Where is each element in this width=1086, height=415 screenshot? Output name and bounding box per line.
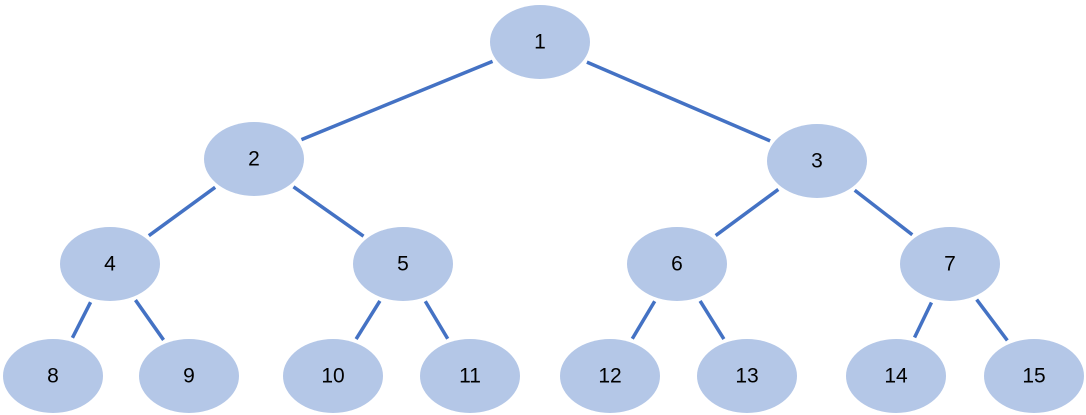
node-label: 3 (811, 150, 823, 173)
node-label: 4 (104, 253, 116, 276)
edge-2-4 (147, 185, 217, 238)
node-label: 6 (671, 253, 683, 276)
edge-1-3 (586, 60, 771, 143)
node-label: 13 (735, 365, 758, 388)
node-ellipse (3, 339, 103, 413)
node-ellipse (139, 339, 239, 413)
node-ellipse (697, 339, 797, 413)
edge-7-15 (975, 298, 1009, 342)
edge-5-11 (423, 300, 450, 340)
node-ellipse (900, 227, 1000, 301)
tree-node-15: 15 (984, 339, 1084, 413)
edge-3-7 (853, 188, 914, 237)
node-ellipse (627, 227, 727, 301)
tree-node-12: 12 (560, 339, 660, 413)
tree-node-10: 10 (283, 339, 383, 413)
node-label: 8 (47, 365, 59, 388)
node-label: 2 (248, 148, 260, 171)
edge-5-10 (354, 300, 382, 340)
node-ellipse (846, 339, 946, 413)
tree-node-14: 14 (846, 339, 946, 413)
tree-node-5: 5 (353, 227, 453, 301)
node-label: 15 (1022, 365, 1045, 388)
edge-4-8 (70, 301, 93, 339)
node-ellipse (353, 227, 453, 301)
node-ellipse (560, 339, 660, 413)
tree-node-2: 2 (204, 122, 304, 196)
edge-3-6 (714, 188, 780, 237)
edge-6-13 (698, 300, 726, 340)
edge-6-12 (630, 300, 657, 340)
node-label: 9 (183, 365, 195, 388)
edge-7-14 (912, 301, 934, 339)
tree-node-13: 13 (697, 339, 797, 413)
tree-node-11: 11 (420, 339, 520, 413)
tree-node-6: 6 (627, 227, 727, 301)
tree-node-4: 4 (60, 227, 160, 301)
node-ellipse (420, 339, 520, 413)
tree-node-3: 3 (767, 124, 867, 198)
tree-node-8: 8 (3, 339, 103, 413)
edge-1-2 (300, 59, 494, 142)
node-ellipse (490, 5, 590, 79)
node-label: 12 (598, 365, 621, 388)
node-ellipse (60, 227, 160, 301)
node-ellipse (767, 124, 867, 198)
node-ellipse (283, 339, 383, 413)
node-ellipse (204, 122, 304, 196)
node-label: 1 (534, 31, 546, 54)
edge-2-5 (292, 185, 365, 238)
node-label: 14 (884, 365, 908, 388)
node-label: 10 (321, 365, 344, 388)
tree-node-1: 1 (490, 5, 590, 79)
node-label: 11 (459, 365, 481, 388)
tree-node-7: 7 (900, 227, 1000, 301)
node-label: 7 (944, 253, 956, 276)
node-label: 5 (397, 253, 409, 276)
edges-layer (70, 59, 1009, 342)
tree-node-9: 9 (139, 339, 239, 413)
node-ellipse (984, 339, 1084, 413)
edge-4-9 (134, 299, 165, 341)
